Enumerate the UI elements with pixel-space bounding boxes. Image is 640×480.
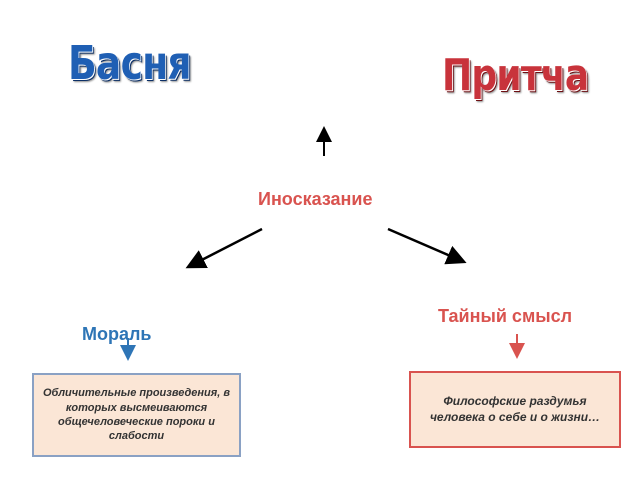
secret-description-box: Философские раздумья человека о себе и о… [409, 371, 621, 448]
secret-meaning-label: Тайный смысл [438, 306, 573, 326]
center-label: Иносказание [258, 189, 373, 209]
moral-description-box: Обличительные произведения, в которых вы… [32, 373, 241, 457]
title-pritcha: Притча [442, 50, 589, 101]
moral-label: Мораль [82, 324, 152, 344]
arrow-to-moral [185, 227, 263, 269]
arrow-to-secret [387, 227, 467, 265]
secret-description-text: Философские раздумья человека о себе и о… [429, 393, 601, 424]
title-basnya: Басня [68, 36, 192, 90]
moral-description-text: Обличительные произведения, в которых вы… [42, 387, 231, 443]
